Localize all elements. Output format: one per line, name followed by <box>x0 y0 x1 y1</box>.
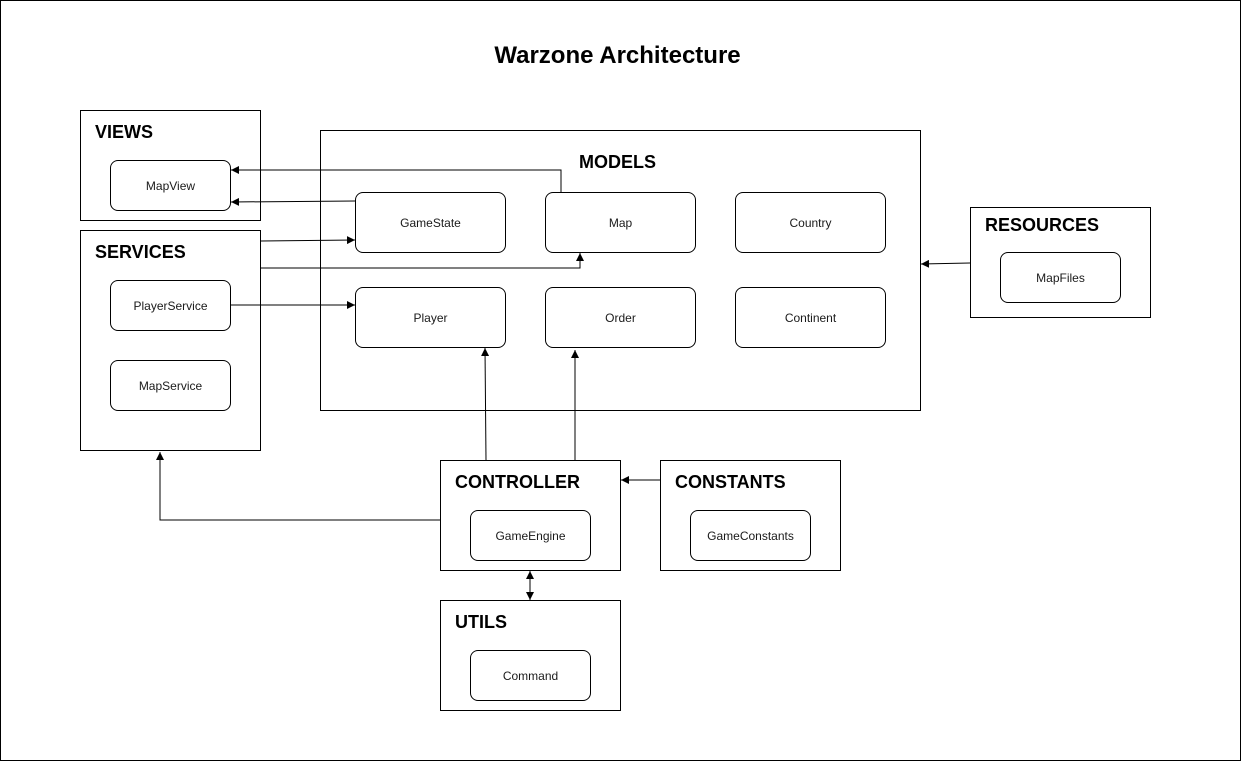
diagram-title: Warzone Architecture <box>494 42 741 69</box>
gameconstants-class: GameConstants <box>690 510 811 561</box>
continent-class: Continent <box>735 287 886 348</box>
mapfiles-class: MapFiles <box>1000 252 1121 303</box>
constants-package-label: CONSTANTS <box>675 472 786 492</box>
mapview-class: MapView <box>110 160 231 211</box>
views-package-label: VIEWS <box>95 122 154 142</box>
order-class: Order <box>545 287 696 348</box>
gameengine-class: GameEngine <box>470 510 591 561</box>
player-class: Player <box>355 287 506 348</box>
command-class: Command <box>470 650 591 701</box>
models-package-label: MODELS <box>579 152 657 172</box>
gamestate-class: GameState <box>355 192 506 253</box>
map-class: Map <box>545 192 696 253</box>
controller-package-label: CONTROLLER <box>455 472 580 492</box>
mapservice-class: MapService <box>110 360 231 411</box>
services-package-label: SERVICES <box>95 242 186 262</box>
services-package <box>80 230 261 451</box>
playerservice-class: PlayerService <box>110 280 231 331</box>
country-class: Country <box>735 192 886 253</box>
utils-package-label: UTILS <box>455 612 507 632</box>
resources-package-label: RESOURCES <box>985 215 1100 235</box>
